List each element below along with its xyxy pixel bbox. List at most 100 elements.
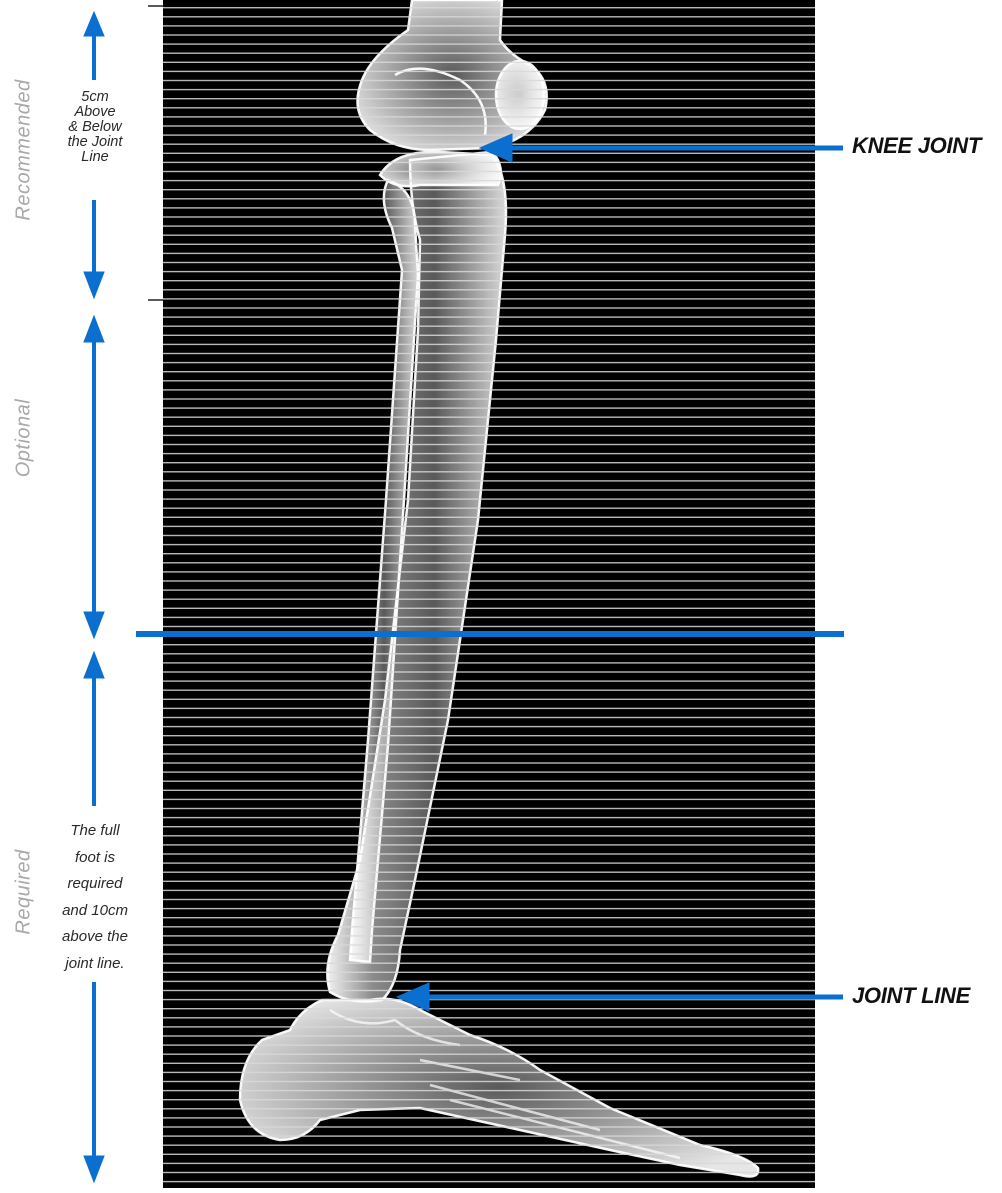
scan-line [163, 216, 815, 217]
section-label-required: Required [13, 849, 36, 934]
scan-line [163, 653, 815, 654]
scan-line [163, 553, 815, 554]
scan-line [163, 626, 815, 627]
scan-line [163, 535, 815, 536]
scan-line [163, 362, 815, 363]
scan-line [163, 407, 815, 408]
scan-line [163, 662, 815, 663]
required-arrowhead-down [84, 1156, 104, 1182]
scan-line [163, 1044, 815, 1045]
scan-line [163, 43, 815, 44]
scan-line [163, 862, 815, 863]
scan-line [163, 1108, 815, 1109]
scan-line [163, 981, 815, 982]
required-note-line: joint line. [54, 951, 136, 978]
scan-line [163, 1054, 815, 1055]
scan-line [163, 1081, 815, 1082]
scan-line [163, 1099, 815, 1100]
scan-line [163, 508, 815, 509]
required-note: The full foot is required and 10cm above… [54, 818, 136, 977]
scan-line [163, 671, 815, 672]
scan-line [163, 1035, 815, 1036]
scan-line [163, 781, 815, 782]
scan-line [163, 1181, 815, 1182]
scan-line [163, 844, 815, 845]
scan-line [163, 1172, 815, 1173]
scan-line [163, 644, 815, 645]
scan-line [163, 435, 815, 436]
scan-line [163, 207, 815, 208]
scan-line [163, 271, 815, 272]
scan-line [163, 762, 815, 763]
scan-line [163, 517, 815, 518]
scan-line [163, 917, 815, 918]
scan-line [163, 608, 815, 609]
scan-line [163, 589, 815, 590]
scan-line [163, 125, 815, 126]
scan-line [163, 1008, 815, 1009]
optional-arrowhead-down [84, 612, 104, 638]
scan-line [163, 744, 815, 745]
scan-line [163, 990, 815, 991]
required-note-line: The full [54, 818, 136, 845]
scan-line [163, 7, 815, 8]
scan-line [163, 972, 815, 973]
scan-line [163, 571, 815, 572]
scan-line [163, 62, 815, 63]
scan-line [163, 298, 815, 299]
scan-line [163, 453, 815, 454]
scan-line [163, 162, 815, 163]
required-arrowhead-up [84, 652, 104, 678]
section-label-optional: Optional [13, 399, 36, 478]
scan-line [163, 89, 815, 90]
scan-line [163, 326, 815, 327]
recommended-arrowhead-down [84, 272, 104, 298]
scan-line [163, 808, 815, 809]
scan-line [163, 1063, 815, 1064]
scan-line [163, 1090, 815, 1091]
scan-line [163, 726, 815, 727]
scan-line [163, 289, 815, 290]
scan-line [163, 1135, 815, 1136]
scan-line [163, 344, 815, 345]
separator-line [136, 631, 844, 637]
scan-line [163, 1026, 815, 1027]
scan-line [163, 398, 815, 399]
scan-line [163, 790, 815, 791]
required-note-line: foot is [54, 845, 136, 872]
recommended-arrowhead-up [84, 12, 104, 36]
knee-joint-callout: KNEE JOINT [852, 133, 981, 159]
scan-line [163, 171, 815, 172]
scan-line [163, 189, 815, 190]
scan-line [163, 580, 815, 581]
recommended-note-line: Above [66, 105, 124, 120]
scan-line [163, 1072, 815, 1073]
dimension-markers [84, 6, 163, 1182]
scan-line [163, 307, 815, 308]
scan-line [163, 244, 815, 245]
scan-line [163, 708, 815, 709]
scan-line [163, 153, 815, 154]
scan-line [163, 899, 815, 900]
scan-line [163, 444, 815, 445]
scan-line [163, 316, 815, 317]
scan-line [163, 98, 815, 99]
scan-line [163, 872, 815, 873]
optional-arrowhead-up [84, 316, 104, 342]
scan-line [163, 963, 815, 964]
recommended-note-line: the Joint [66, 135, 124, 150]
scan-line [163, 908, 815, 909]
scan-line [163, 1163, 815, 1164]
scan-line [163, 280, 815, 281]
scan-line [163, 489, 815, 490]
scan-line [163, 690, 815, 691]
scan-line [163, 1117, 815, 1118]
scan-line [163, 462, 815, 463]
scan-line [163, 480, 815, 481]
section-label-recommended: Recommended [13, 79, 36, 220]
scan-line [163, 890, 815, 891]
scan-line [163, 25, 815, 26]
scan-line [163, 389, 815, 390]
joint-line-callout: JOINT LINE [852, 983, 970, 1009]
